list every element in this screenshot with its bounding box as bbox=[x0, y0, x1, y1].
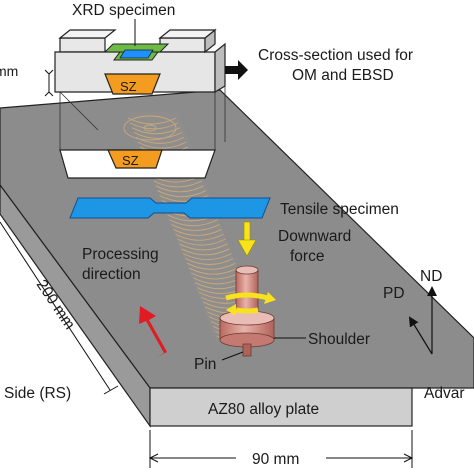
downward-force-label-line2: force bbox=[290, 248, 324, 265]
thickness-unit-label: mm bbox=[0, 63, 18, 79]
tool-pin bbox=[242, 343, 252, 357]
rotation-arrow bbox=[225, 292, 269, 301]
pd-axis-label: PD bbox=[383, 285, 405, 302]
weld-ripple bbox=[157, 190, 206, 198]
cross-section-arrow bbox=[225, 60, 248, 80]
downward-force-arrow bbox=[237, 221, 257, 257]
processing-direction-label-line2: direction bbox=[82, 266, 141, 283]
weld-ripple bbox=[169, 219, 218, 227]
pin-label: Pin bbox=[194, 356, 216, 373]
xrd-specimen-label: XRD specimen bbox=[72, 2, 175, 19]
width-dimension bbox=[148, 430, 414, 468]
tensile-specimen-label: Tensile specimen bbox=[280, 201, 399, 218]
keyhole bbox=[143, 124, 157, 132]
length-dimension bbox=[0, 221, 119, 395]
weld-ripple bbox=[129, 122, 179, 130]
weld-ripple bbox=[189, 267, 238, 275]
weld-ripple bbox=[179, 243, 228, 251]
tensile-specimen bbox=[69, 197, 271, 219]
weld-ripple bbox=[155, 185, 204, 193]
keyhole-ring bbox=[123, 115, 177, 141]
weld-ripple bbox=[159, 195, 208, 202]
sz-bottom-label: SZ bbox=[122, 153, 139, 168]
processing-direction-label-line1: Processing bbox=[82, 246, 159, 263]
weld-ripple bbox=[183, 253, 232, 261]
weld-ripple bbox=[175, 233, 224, 241]
cross-section-label-line2: OM and EBSD bbox=[292, 67, 394, 84]
side-rs-label: Side (RS) bbox=[4, 385, 71, 402]
weld-ripple bbox=[181, 248, 230, 256]
cross-section-specimen: SZ mm bbox=[0, 28, 226, 97]
sz-top-label: SZ bbox=[120, 79, 137, 94]
downward-force-label-line1: Downward bbox=[278, 228, 351, 245]
projection-lines bbox=[59, 86, 226, 150]
fsw-tool bbox=[219, 265, 276, 357]
stir-zone-top bbox=[104, 73, 161, 95]
advancing-side-label: Advar bbox=[424, 385, 465, 402]
weld-ripple bbox=[185, 258, 234, 265]
tool-shank bbox=[235, 269, 259, 311]
weld-ripple bbox=[191, 272, 240, 280]
shoulder-label: Shoulder bbox=[308, 331, 370, 348]
weld-ripple bbox=[171, 224, 220, 232]
weld-ripple bbox=[187, 262, 236, 270]
xrd-blue-sample bbox=[119, 49, 154, 59]
coordinate-axes bbox=[408, 286, 437, 355]
cut-slot: SZ bbox=[59, 149, 216, 179]
nd-axis-label: ND bbox=[420, 268, 442, 285]
plate-label: AZ80 alloy plate bbox=[208, 401, 319, 418]
cross-section-label-line1: Cross-section used for bbox=[258, 47, 413, 64]
processing-direction-arrow bbox=[139, 306, 167, 357]
plate-front-face bbox=[149, 387, 413, 427]
weld-ripple bbox=[137, 141, 187, 149]
width-dimension-label: 90 mm bbox=[252, 451, 299, 468]
weld-ripple bbox=[153, 180, 202, 188]
stir-zone-bottom bbox=[107, 149, 163, 169]
weld-ripple bbox=[177, 238, 226, 246]
weld-ripple bbox=[173, 229, 222, 236]
weld-ripple bbox=[133, 132, 183, 139]
az80-plate bbox=[0, 89, 474, 428]
